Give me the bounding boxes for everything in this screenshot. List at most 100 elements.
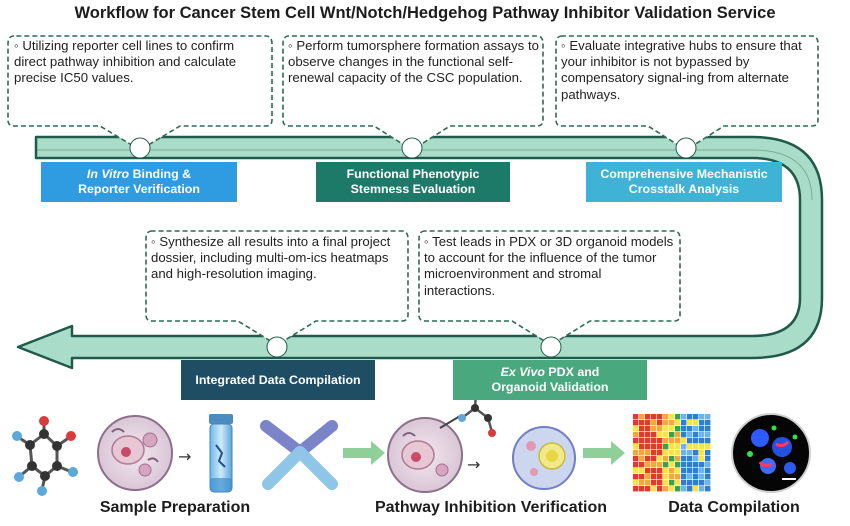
heatmap-cell — [693, 438, 699, 444]
heatmap-cell — [693, 444, 699, 450]
heatmap-cell — [651, 444, 657, 450]
heatmap-cell — [675, 420, 681, 426]
heatmap-cell — [639, 438, 645, 444]
heatmap-cell — [669, 456, 675, 462]
heatmap-cell — [699, 468, 705, 474]
heatmap-cell — [645, 480, 651, 486]
heatmap-cell — [663, 450, 669, 456]
heatmap-cell — [663, 438, 669, 444]
heatmap-cell — [657, 414, 663, 420]
heatmap-cell — [705, 438, 711, 444]
heatmap-cell — [669, 480, 675, 486]
heatmap-cell — [675, 462, 681, 468]
heatmap-cell — [687, 468, 693, 474]
heatmap-cell — [699, 480, 705, 486]
heatmap-cell — [705, 420, 711, 426]
heatmap-cell — [651, 456, 657, 462]
node-dot-1 — [129, 137, 151, 159]
stage-in-vitro-line1: Binding & — [129, 167, 192, 181]
heatmap-cell — [639, 480, 645, 486]
heatmap-cell — [675, 438, 681, 444]
stage-in-vitro: In Vitro Binding & Reporter Verification — [41, 162, 237, 202]
heatmap-cell — [657, 456, 663, 462]
heatmap-cell — [681, 432, 687, 438]
heatmap-cell — [645, 414, 651, 420]
heatmap-cell — [663, 414, 669, 420]
heatmap-cell — [675, 456, 681, 462]
heatmap-cell — [669, 468, 675, 474]
heatmap-cell — [633, 444, 639, 450]
stage-ex-vivo: Ex Vivo PDX and Organoid Validation — [453, 360, 647, 400]
heatmap-cell — [705, 414, 711, 420]
stage-in-vitro-line2: Reporter Verification — [78, 182, 200, 196]
heatmap-cell — [645, 444, 651, 450]
heatmap-cell — [693, 420, 699, 426]
heatmap-cell — [645, 450, 651, 456]
heatmap-cell — [639, 486, 645, 492]
heatmap-cell — [687, 462, 693, 468]
heatmap-cell — [633, 456, 639, 462]
heatmap-cell — [705, 426, 711, 432]
heatmap-cell — [645, 486, 651, 492]
heatmap-cell — [699, 426, 705, 432]
page-title: Workflow for Cancer Stem Cell Wnt/Notch/… — [74, 4, 776, 22]
arrow-glyph-2: → — [467, 455, 480, 474]
heatmap-cell — [669, 486, 675, 492]
heatmap-cell — [657, 432, 663, 438]
callout-box-3 — [555, 35, 819, 151]
heatmap-cell — [645, 456, 651, 462]
heatmap-cell — [693, 450, 699, 456]
heatmap-cell — [639, 456, 645, 462]
heatmap-cell — [669, 432, 675, 438]
node-dot-5 — [540, 336, 562, 358]
heatmap-cell — [651, 462, 657, 468]
heatmap-cell — [705, 456, 711, 462]
heatmap-cell — [657, 438, 663, 444]
stage-ex-vivo-line1: PDX and — [544, 365, 600, 379]
heatmap-cell — [663, 462, 669, 468]
heatmap-cell — [657, 474, 663, 480]
node-dot-4 — [266, 336, 288, 358]
callout-box-2 — [282, 35, 544, 151]
heatmap-cell — [651, 438, 657, 444]
heatmap-cell — [687, 474, 693, 480]
heatmap-cell — [633, 432, 639, 438]
heatmap-cell — [663, 468, 669, 474]
stage-crosstalk-line2: Crosstalk Analysis — [628, 182, 740, 196]
heatmap-cell — [651, 432, 657, 438]
heatmap-cell — [681, 486, 687, 492]
heatmap-cell — [675, 468, 681, 474]
heatmap-cell — [687, 420, 693, 426]
heatmap-cell — [639, 468, 645, 474]
heatmap-cell — [663, 486, 669, 492]
heatmap-cell — [675, 450, 681, 456]
heatmap-cell — [693, 462, 699, 468]
heatmap-cell — [633, 420, 639, 426]
heatmap-cell — [687, 486, 693, 492]
heatmap-cell — [669, 426, 675, 432]
fluorescence-image-icon — [731, 413, 811, 493]
heatmap-cell — [699, 420, 705, 426]
heatmap-cell — [687, 432, 693, 438]
heatmap-cell — [663, 474, 669, 480]
heatmap-cell — [699, 432, 705, 438]
cell-dish-icon — [97, 415, 173, 491]
heatmap-cell — [693, 432, 699, 438]
heatmap-cell — [699, 444, 705, 450]
node-dot-2 — [401, 137, 423, 159]
arrow-glyph: → — [178, 447, 191, 466]
heatmap-cell — [699, 450, 705, 456]
heatmap-cell — [681, 426, 687, 432]
heatmap-cell — [669, 474, 675, 480]
heatmap-cell — [681, 462, 687, 468]
heatmap-cell — [681, 474, 687, 480]
heatmap-cell — [669, 450, 675, 456]
molecule-icon — [12, 416, 78, 496]
heatmap-cell — [687, 480, 693, 486]
heatmap-cell — [633, 486, 639, 492]
heatmap-cell — [639, 420, 645, 426]
heatmap-cell — [657, 486, 663, 492]
heatmap-cell — [693, 480, 699, 486]
heatmap-cell — [669, 414, 675, 420]
